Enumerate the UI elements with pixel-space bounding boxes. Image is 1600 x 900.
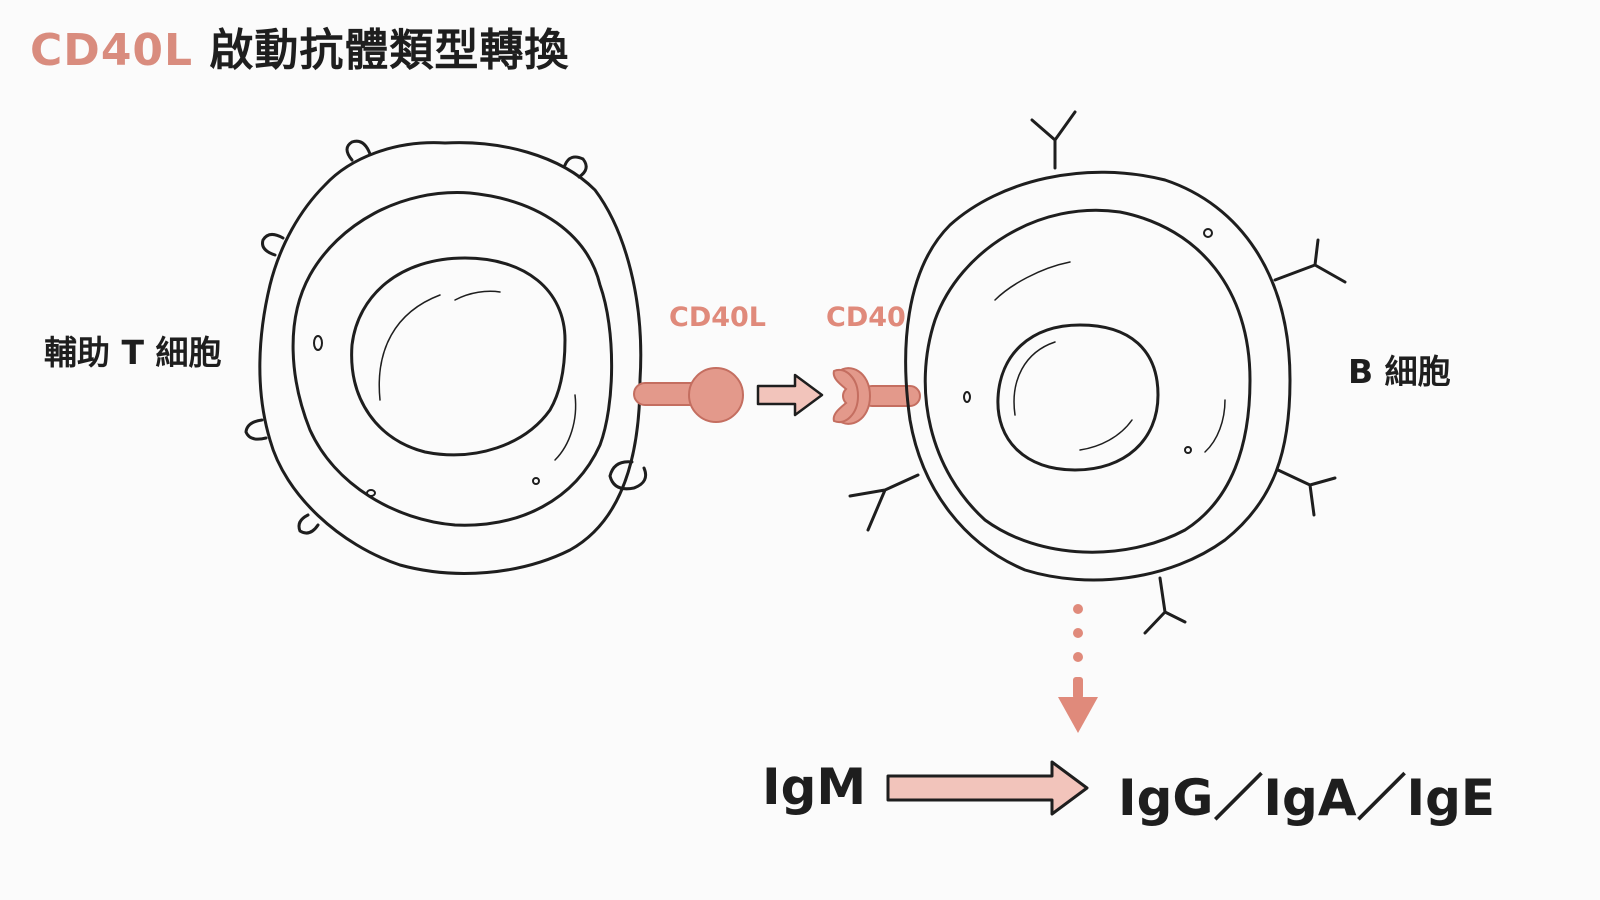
b-cell-antibody bbox=[1143, 576, 1187, 635]
b-cell-nucleus-highlight bbox=[1079, 419, 1133, 451]
switched-isotypes-label: IgG／IgA／IgE bbox=[1118, 769, 1496, 827]
cd40l-label: CD40L bbox=[669, 302, 767, 333]
t-cell-protrusion bbox=[297, 513, 320, 535]
t-cell-label: 輔助 T 細胞 bbox=[44, 333, 222, 372]
title-text: 啟動抗體類型轉換 bbox=[209, 25, 570, 76]
t-cell-inner-membrane bbox=[291, 191, 614, 527]
b-cell-cytoplasm-line bbox=[994, 261, 1071, 301]
b-cell-antibody bbox=[848, 473, 920, 532]
t-cell-protrusion bbox=[261, 233, 285, 257]
t-cell-nucleus-highlight bbox=[378, 294, 441, 401]
t-cell-vesicle bbox=[366, 489, 376, 497]
cd40l-ligand bbox=[633, 367, 744, 423]
b-cell-antibody bbox=[1273, 238, 1347, 284]
b-cell-antibody bbox=[1276, 468, 1337, 517]
b-cell-vesicle bbox=[963, 391, 971, 403]
title-accent: CD40L bbox=[30, 25, 194, 76]
t-cell-protrusion bbox=[244, 418, 268, 441]
b-cell-nucleus bbox=[996, 323, 1160, 472]
igm-label: IgM bbox=[762, 758, 867, 816]
t-helper-cell bbox=[244, 139, 648, 575]
b-cell-vesicle bbox=[1203, 228, 1213, 238]
signal-dot bbox=[1073, 604, 1083, 614]
signal-path bbox=[1058, 604, 1098, 733]
t-cell-nucleus-highlight bbox=[454, 290, 501, 301]
diagram-title: CD40L 啟動抗體類型轉換 bbox=[30, 14, 569, 78]
b-cell-inner-membrane bbox=[923, 208, 1252, 554]
binding-arrow bbox=[756, 373, 824, 417]
t-cell-protrusion bbox=[563, 155, 588, 179]
t-cell-vesicle bbox=[532, 477, 540, 485]
signal-dot bbox=[1073, 652, 1083, 662]
b-cell-nucleus-highlight bbox=[1013, 341, 1056, 416]
t-cell-membrane bbox=[258, 141, 643, 575]
cd40-label: CD40 bbox=[826, 302, 906, 333]
signal-dot bbox=[1073, 628, 1083, 638]
t-cell-vesicle bbox=[313, 335, 323, 351]
t-cell-protrusion bbox=[608, 460, 648, 491]
signal-arrow-head bbox=[1058, 697, 1098, 733]
class-switch-arrow bbox=[886, 760, 1089, 816]
b-cell-vesicle bbox=[1184, 446, 1192, 454]
t-cell-cytoplasm-line bbox=[554, 394, 577, 461]
signal-arrow-shaft bbox=[1073, 677, 1083, 699]
b-cell-antibody bbox=[1030, 110, 1077, 170]
b-cell bbox=[848, 110, 1347, 635]
t-cell-nucleus bbox=[350, 256, 567, 457]
b-cell-label: B 細胞 bbox=[1348, 352, 1451, 391]
b-cell-membrane bbox=[904, 170, 1292, 582]
b-cell-cytoplasm-line bbox=[1204, 399, 1226, 453]
t-cell-protrusion bbox=[345, 139, 372, 162]
